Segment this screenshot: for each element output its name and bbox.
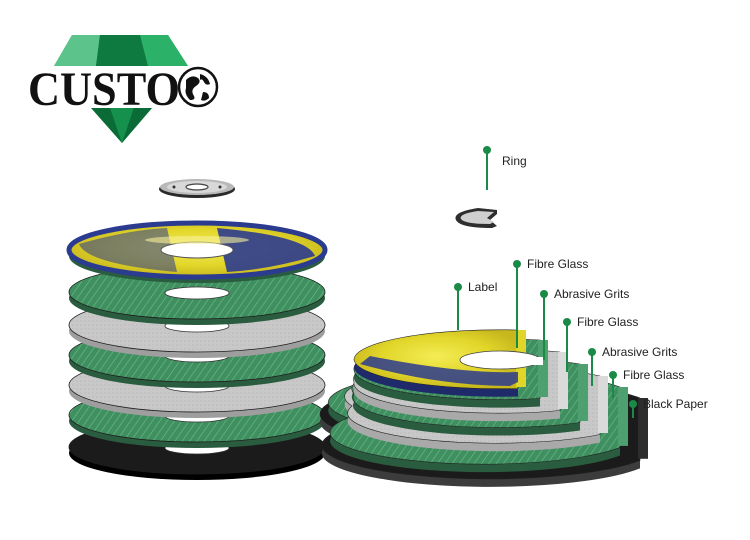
globe-icon (177, 66, 219, 108)
leader-dot (513, 260, 521, 268)
leader-dot (454, 283, 462, 291)
callout-label: Fibre Glass (623, 368, 684, 382)
leader-dot (629, 400, 637, 408)
disc-layer-label (66, 220, 328, 283)
callout-label: Abrasive Grits (554, 287, 629, 301)
callout-black: Black Paper (629, 397, 708, 418)
callout-label: Ring (502, 154, 527, 168)
callout-ring: Ring (483, 146, 527, 190)
callout-grits1: Abrasive Grits (540, 287, 629, 360)
callout-label: Label (454, 280, 497, 330)
callout-label: Fibre Glass (577, 315, 638, 329)
cutaway-layer-label (353, 329, 543, 397)
disc-cutaway (319, 329, 648, 487)
logo-facet (54, 35, 100, 66)
callout-grits2: Abrasive Grits (588, 345, 677, 386)
leader-dot (540, 290, 548, 298)
callout-fibre3: Fibre Glass (609, 368, 684, 398)
callout-label: Label (468, 280, 497, 294)
logo-facet (96, 35, 148, 66)
logo-facet (140, 35, 188, 66)
custo-logo: CUSTO (28, 35, 220, 143)
leader-dot (588, 348, 596, 356)
logo-text: CUSTO (28, 63, 180, 116)
leader-dot (609, 371, 617, 379)
callout-fibre2: Fibre Glass (563, 315, 638, 372)
ring-cutaway (455, 208, 497, 228)
disc-stack-exploded (66, 220, 328, 480)
callout-label: Abrasive Grits (602, 345, 677, 359)
leader-dot (483, 146, 491, 154)
ring-left (159, 179, 235, 198)
callout-label: Black Paper (643, 397, 708, 411)
callout-label: Fibre Glass (527, 257, 588, 271)
callout-fibre1: Fibre Glass (513, 257, 588, 348)
leader-dot (563, 318, 571, 326)
